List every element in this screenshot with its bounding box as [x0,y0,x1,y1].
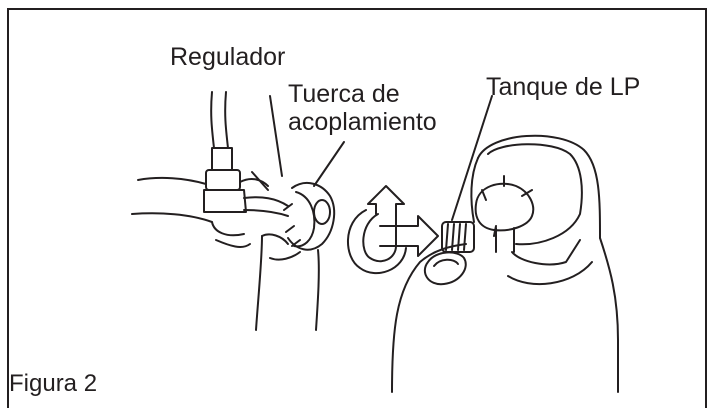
left-hand [131,95,283,248]
lp-tank [391,134,619,393]
coupling-nut-label: Tuerca de acoplamiento [288,80,437,136]
tank-leader-line [451,95,493,221]
coupling-nut-label-line2: acoplamiento [288,108,437,136]
lp-tank-label: Tanque de LP [486,73,641,101]
right-hand [255,233,320,331]
hose [210,91,229,149]
nut-leader-line [313,141,345,187]
figure-caption: Figura 2 [9,370,98,397]
coupling-nut [283,181,336,251]
regulator [203,147,289,217]
coupling-nut-label-line1: Tuerca de [288,80,400,108]
regulator-label: Regulador [170,43,286,71]
curved-arrow-icon [347,185,407,275]
right-arrow-icon [379,215,439,257]
figure-frame [7,8,707,408]
